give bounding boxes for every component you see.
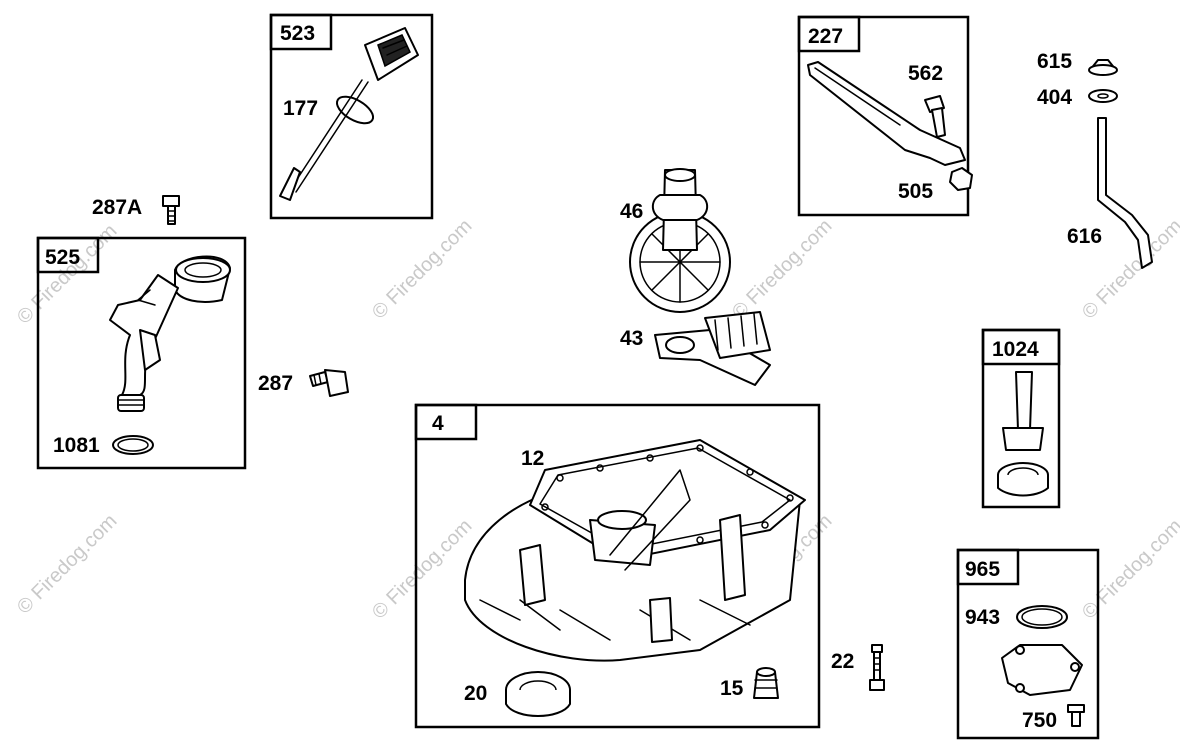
part-label-404: 404 (1037, 86, 1072, 109)
group-227-lever: 227 562 505 (797, 15, 973, 217)
group-4-crankcase: 4 12 20 15 (414, 403, 821, 729)
crankcase-part (464, 439, 806, 662)
part-label-22: 22 (831, 650, 854, 673)
box-label-4: 4 (432, 412, 444, 435)
dowel-15 (753, 667, 779, 699)
part-label-287: 287 (258, 372, 293, 395)
group-287: 287 (258, 369, 349, 397)
group-287A: 287A (92, 195, 180, 225)
watermark: © Firedog.com (368, 515, 477, 624)
part-label-12: 12 (521, 447, 544, 470)
watermark: © Firedog.com (13, 510, 122, 619)
group-525-fill-tube: 525 1081 (36, 236, 247, 470)
watermark: © Firedog.com (13, 220, 122, 329)
box-label-525: 525 (45, 246, 80, 269)
group-965: 965 943 750 (956, 548, 1100, 740)
oil-seal-20 (505, 671, 571, 717)
part-label-616: 616 (1067, 225, 1102, 248)
group-1024: 1024 (981, 328, 1061, 509)
part-label-615: 615 (1037, 50, 1072, 73)
box-label-523: 523 (280, 22, 315, 45)
group-22: 22 (831, 644, 885, 691)
part-label-1081: 1081 (53, 434, 100, 457)
box-label-965: 965 (965, 558, 1000, 581)
part-label-562: 562 (908, 62, 943, 85)
watermark: © Firedog.com (728, 215, 837, 324)
part-label-15: 15 (720, 677, 744, 700)
part-label-287A: 287A (92, 196, 142, 219)
box-label-1024: 1024 (992, 338, 1039, 361)
part-label-46: 46 (620, 200, 643, 223)
watermark: © Firedog.com (368, 215, 477, 324)
group-46-camshaft: 46 (620, 168, 731, 313)
part-label-943: 943 (965, 606, 1000, 629)
group-43-governor: 43 (620, 311, 771, 386)
group-523-dipstick: 523 177 (269, 13, 434, 220)
part-label-177: 177 (283, 97, 318, 120)
dipstick-part (279, 27, 419, 201)
part-label-750: 750 (1022, 709, 1057, 732)
box-label-227: 227 (808, 25, 843, 48)
group-615-404-616: 615 404 616 (1037, 50, 1153, 269)
fill-tube-part (109, 255, 231, 412)
part-label-20: 20 (464, 682, 487, 705)
part-label-43: 43 (620, 327, 643, 350)
watermark: © Firedog.com (1078, 515, 1180, 624)
part-label-505: 505 (898, 180, 933, 203)
